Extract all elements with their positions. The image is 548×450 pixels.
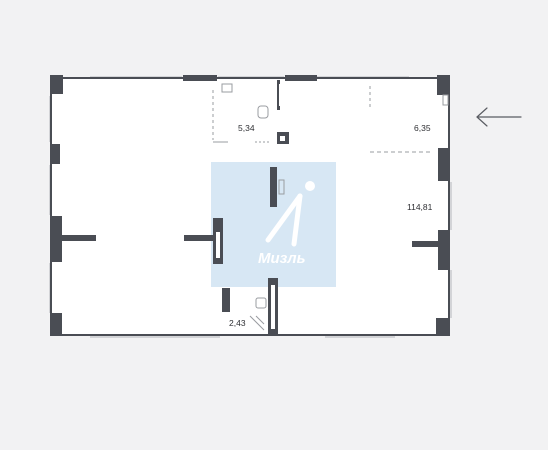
door-opening (271, 285, 275, 329)
column-bottom-left (50, 313, 62, 336)
watermark-text: Мизль (258, 250, 306, 267)
room-area-label: 5,34 (238, 123, 255, 133)
column-bottom-right (436, 318, 450, 336)
room-area-label: 6,35 (414, 123, 431, 133)
door-opening (216, 232, 220, 258)
wall-block (183, 75, 217, 81)
partition-stub-center (184, 235, 214, 241)
toilet-icon (255, 297, 267, 309)
arrow-left-icon (476, 107, 522, 127)
shower-icon (221, 83, 233, 93)
window (449, 182, 452, 230)
window (325, 335, 395, 338)
exterior-wall-bottom (50, 334, 450, 336)
door-opening (279, 84, 281, 106)
developer-logo-icon (265, 181, 315, 247)
fixtures (212, 83, 449, 331)
door-opening (280, 136, 285, 141)
wall-block (438, 230, 450, 270)
window (90, 335, 220, 338)
room-area-label: 114,81 (407, 202, 433, 212)
column-top-right (437, 75, 450, 95)
partition (222, 288, 230, 312)
partition (270, 167, 277, 207)
openings (216, 84, 285, 329)
fixture-line (442, 94, 449, 106)
exterior-wall-left (50, 77, 52, 336)
fixture-line (249, 315, 265, 331)
partition-stub-right (412, 241, 442, 247)
exterior-wall-top (50, 77, 450, 79)
wall-block (50, 144, 60, 164)
fixture-line (278, 179, 285, 195)
window (449, 270, 452, 318)
exterior-wall-right (448, 77, 450, 336)
partition (277, 80, 280, 110)
column-top-left (50, 75, 63, 94)
room-area-label: 2,43 (229, 318, 246, 328)
wall-block (438, 148, 450, 181)
partition-stub-left (60, 235, 96, 241)
wall-block (50, 216, 62, 262)
sink-icon (257, 105, 269, 119)
wall-block (285, 75, 317, 81)
